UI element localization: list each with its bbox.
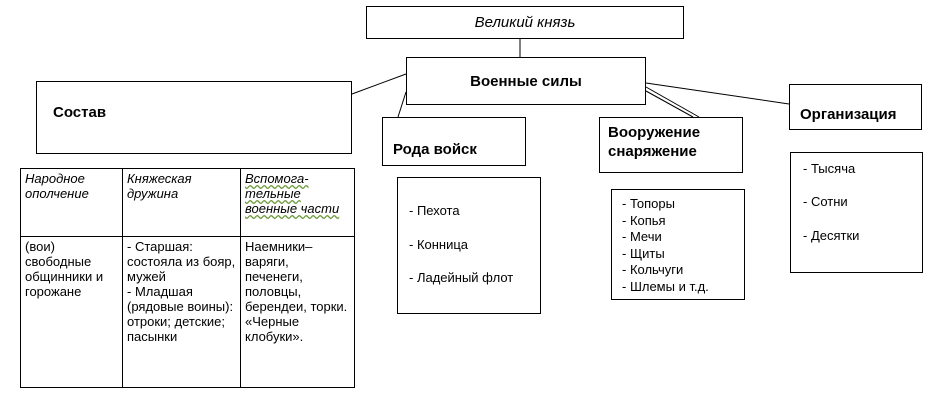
grand-prince-label: Великий князь — [474, 14, 576, 31]
composition-table-row: (вои) свободные общинники и горожане - С… — [20, 236, 355, 388]
weapon-item: - Шлемы и т.д. — [622, 278, 709, 294]
organization-item: - Десятки — [803, 228, 860, 243]
military-forces-label: Военные силы — [470, 72, 582, 90]
troop-branch-item: - Конница — [409, 237, 469, 252]
grand-prince-box: Великий князь — [366, 6, 684, 39]
weapons-box: Вооружение снаряжение — [599, 117, 743, 173]
connector-center-to-weapons — [645, 90, 694, 118]
military-forces-box: Военные силы — [406, 57, 646, 105]
cell-auxiliary: Наемники–варяги, печенеги, половцы, бере… — [240, 236, 355, 388]
organization-box: Организация — [789, 84, 922, 130]
troop-branches-box: Рода войск — [382, 117, 526, 166]
header-militia: Народное ополчение — [20, 168, 123, 237]
weapons-list: - Топоры - Копья - Мечи - Щиты - Кольчуг… — [611, 189, 745, 300]
connector-center-to-composition — [351, 73, 407, 95]
composition-table-header-row: Народное ополчение Княжеская дружина Всп… — [20, 168, 355, 237]
connector-center-to-organization — [645, 82, 790, 105]
composition-label: Состав — [53, 104, 107, 121]
troop-branches-label: Рода войск — [393, 141, 477, 158]
composition-box: Состав — [36, 81, 352, 154]
cell-retinue: - Старшая: состояла из бояр, мужей - Мла… — [122, 236, 241, 388]
weapon-item: - Щиты — [622, 245, 665, 261]
weapon-item: - Кольчуги — [622, 262, 684, 277]
organization-item: - Тысяча — [803, 161, 856, 176]
organization-list: - Тысяча - Сотни - Десятки — [790, 152, 923, 273]
troop-branches-list: - Пехота - Конница - Ладейный флот — [397, 177, 541, 314]
organization-label: Организация — [800, 106, 897, 123]
cell-militia: (вои) свободные общинники и горожане — [20, 236, 123, 388]
weapons-label: Вооружение снаряжение — [608, 124, 701, 160]
weapon-item: - Мечи — [622, 229, 662, 244]
weapon-item: - Копья — [622, 212, 666, 228]
organization-item: - Сотни — [803, 194, 848, 209]
troop-branch-item: - Пехота — [409, 203, 460, 218]
connector-center-to-branches — [397, 91, 407, 118]
connector-center-to-weapons-2 — [645, 86, 700, 118]
composition-table: Народное ополчение Княжеская дружина Всп… — [20, 168, 355, 388]
header-auxiliary: Вспомога-тельные военные части — [240, 168, 355, 237]
header-retinue: Княжеская дружина — [122, 168, 241, 237]
weapon-item: - Топоры — [622, 196, 675, 211]
troop-branch-item: - Ладейный флот — [409, 270, 514, 285]
